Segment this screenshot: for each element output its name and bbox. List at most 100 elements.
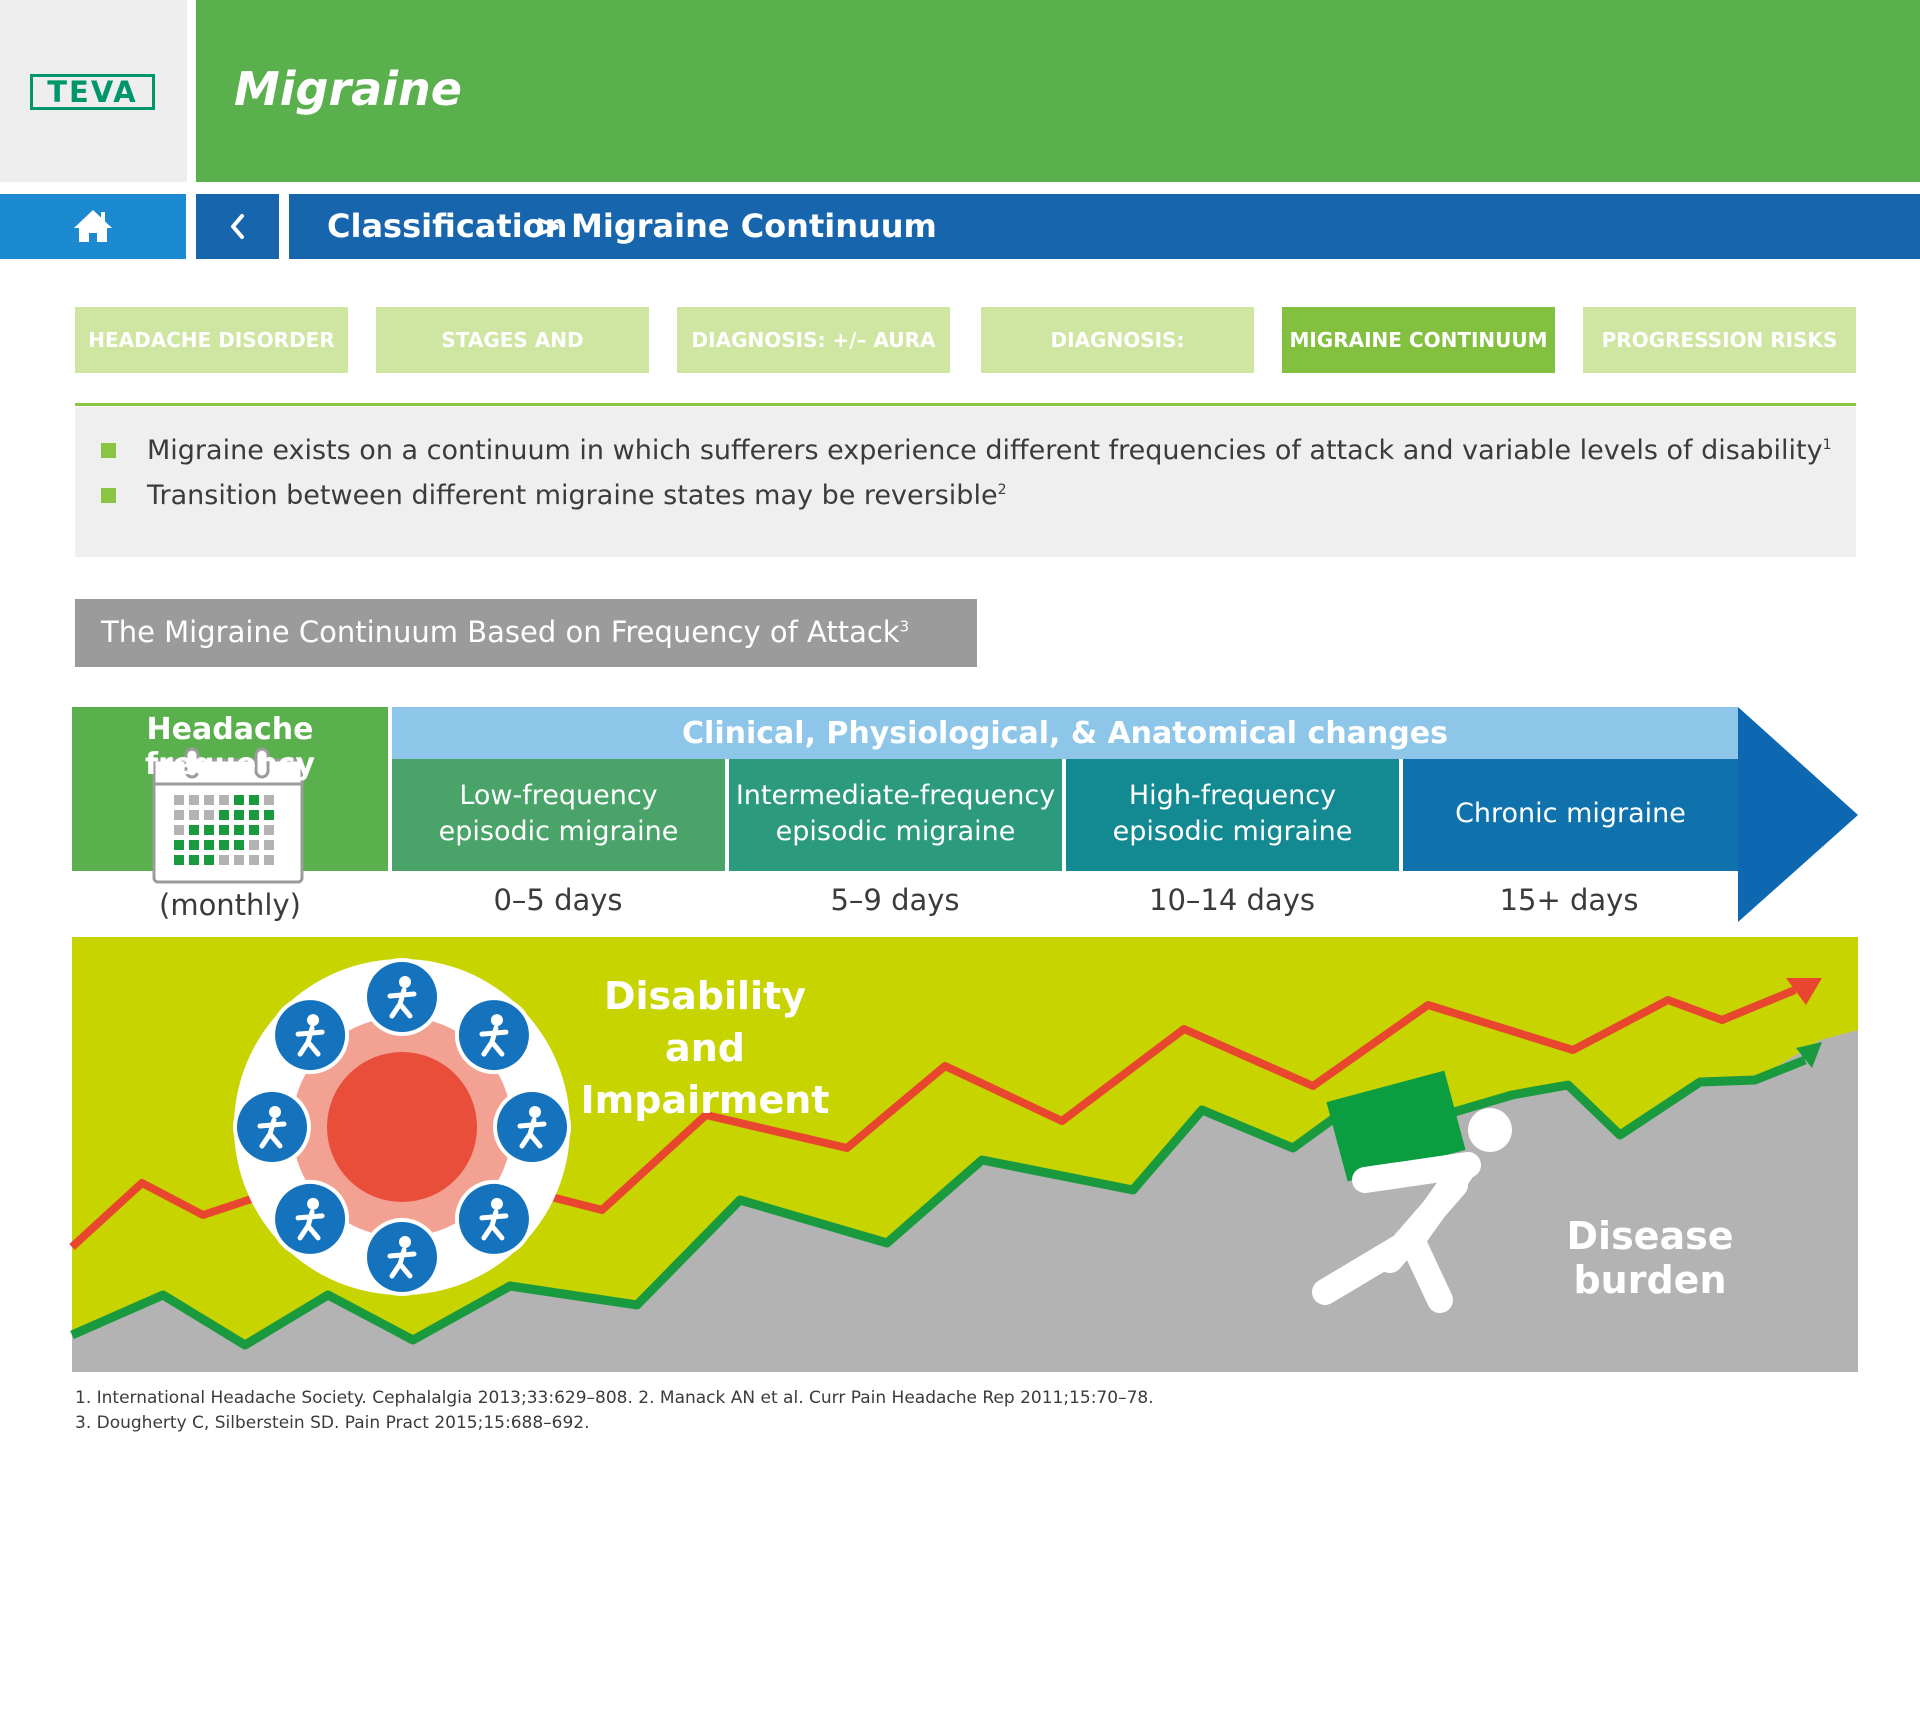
disability-label-line2: Impairment bbox=[580, 1078, 830, 1122]
breadcrumb-separator: > bbox=[535, 207, 562, 245]
stage-chronic-label: Chronic migraine bbox=[1455, 798, 1686, 829]
stage-high-label: High-frequency episodic migraine bbox=[1066, 778, 1399, 850]
stage-intermediate-days: 5–9 days bbox=[830, 883, 960, 917]
tab-migraine-continuum[interactable]: MIGRAINE CONTINUUM bbox=[1282, 307, 1555, 373]
breadcrumb-current: Migraine Continuum bbox=[571, 207, 937, 245]
references: 1. International Headache Society. Cepha… bbox=[75, 1386, 1154, 1436]
calendar-day-cell bbox=[264, 825, 274, 835]
calendar-day-cell bbox=[234, 825, 244, 835]
progression-arrow bbox=[392, 707, 1858, 922]
stage-chronic-days: 15+ days bbox=[1499, 883, 1639, 917]
stage-high-line1: High-frequency bbox=[1128, 780, 1337, 811]
stage-high-bg bbox=[1066, 759, 1399, 871]
app-title: Migraine bbox=[234, 62, 462, 116]
calendar-day-cell bbox=[189, 810, 199, 820]
calendar-day-cell bbox=[234, 795, 244, 805]
calendar-day-cell bbox=[264, 810, 274, 820]
calendar-day-cell bbox=[204, 810, 214, 820]
reference-line: 3. Dougherty C, Silberstein SD. Pain Pra… bbox=[75, 1413, 590, 1433]
calendar-day-cell bbox=[249, 825, 259, 835]
calendar-day-cell bbox=[219, 825, 229, 835]
calendar-day-cell bbox=[219, 855, 229, 865]
calendar-day-cell bbox=[264, 855, 274, 865]
family-icon bbox=[493, 1088, 571, 1166]
stage-chronic-bg bbox=[1403, 759, 1738, 871]
stairs-icon bbox=[363, 1218, 441, 1296]
disability-label-line1: Disability and bbox=[603, 974, 807, 1070]
stage-high-days: 10–14 days bbox=[1149, 883, 1315, 917]
stage-intermediate-line2: episodic migraine bbox=[775, 816, 1016, 847]
disability-label: Disability and Impairment bbox=[560, 970, 850, 1126]
disease-burden-label: Disease burden bbox=[1566, 1214, 1734, 1302]
stage-high-line2: episodic migraine bbox=[1112, 816, 1353, 847]
calendar-day-cell bbox=[174, 795, 184, 805]
bullet-square-icon bbox=[101, 443, 116, 458]
stage-low-line2: episodic migraine bbox=[438, 816, 679, 847]
calendar-day-cell bbox=[189, 795, 199, 805]
tab-progression-risks[interactable]: PROGRESSION RISKS bbox=[1583, 307, 1856, 373]
bullet-ref: 2 bbox=[997, 482, 1007, 498]
calendar-day-cell bbox=[189, 840, 199, 850]
tab-diagnosis-aura[interactable]: DIAGNOSIS: +/– AURA bbox=[677, 307, 950, 373]
disease-burden-area bbox=[72, 1030, 1858, 1372]
calendar-day-cell bbox=[174, 810, 184, 820]
calendar-day-cell bbox=[189, 825, 199, 835]
calendar-day-cell bbox=[234, 855, 244, 865]
breadcrumb: Classification > Migraine Continuum bbox=[289, 194, 1920, 259]
calendar-icon bbox=[152, 747, 304, 884]
headache-frequency-label: Headache frequency bbox=[144, 712, 316, 782]
logo-area: TEVA bbox=[0, 0, 187, 182]
chevron-left-icon bbox=[231, 214, 244, 239]
stage-intermediate-label: Intermediate-frequency episodic migraine bbox=[729, 778, 1062, 850]
calendar-day-cell bbox=[204, 840, 214, 850]
calendar-day-cell bbox=[264, 840, 274, 850]
stage-low-line1: Low-frequency bbox=[459, 780, 658, 811]
tennis-icon bbox=[271, 996, 350, 1075]
calendar-day-cell bbox=[174, 840, 184, 850]
calendar-day-cell bbox=[219, 840, 229, 850]
bullet-square-icon bbox=[101, 488, 116, 503]
impact-cluster bbox=[233, 958, 571, 1296]
calendar-day-cell bbox=[249, 795, 259, 805]
calendar-day-cell bbox=[189, 855, 199, 865]
calendar-day-cell bbox=[204, 795, 214, 805]
calendar-day-cell bbox=[264, 795, 274, 805]
teva-logo: TEVA bbox=[30, 74, 155, 110]
travel-icon bbox=[454, 1179, 533, 1258]
back-button[interactable] bbox=[196, 194, 279, 259]
bullet-ref: 1 bbox=[1822, 437, 1832, 453]
home-icon bbox=[74, 210, 112, 242]
monthly-label: (monthly) bbox=[159, 888, 301, 922]
calendar-day-cell bbox=[234, 810, 244, 820]
disease-burden-line bbox=[70, 1055, 1807, 1350]
calendar-day-cell bbox=[249, 855, 259, 865]
home-button[interactable] bbox=[0, 194, 186, 259]
calendar-day-cell bbox=[174, 825, 184, 835]
desk-work-icon bbox=[363, 958, 441, 1036]
calendar-day-cell bbox=[219, 810, 229, 820]
arrow-header-label: Clinical, Physiological, & Anatomical ch… bbox=[682, 716, 1448, 751]
stage-low-bg bbox=[392, 759, 725, 871]
calendar-day-cell bbox=[204, 825, 214, 835]
stage-low-label: Low-frequency episodic migraine bbox=[392, 778, 725, 850]
calendar-day-cell bbox=[249, 810, 259, 820]
disability-arrow-head bbox=[1786, 978, 1822, 1005]
calendar-day-cell bbox=[219, 795, 229, 805]
calendar-day-cell bbox=[174, 855, 184, 865]
breadcrumb-classification[interactable]: Classification bbox=[327, 207, 568, 245]
tab-diagnosis-frequency[interactable]: DIAGNOSIS: FREQUENCY bbox=[981, 307, 1254, 418]
burdened-person-icon bbox=[1312, 1070, 1512, 1313]
stage-intermediate-line1: Intermediate-frequency bbox=[735, 780, 1056, 811]
cycling-icon bbox=[271, 1179, 350, 1258]
arrow-head bbox=[1738, 707, 1858, 922]
tab-headache-disorder[interactable]: HEADACHE DISORDER bbox=[75, 307, 348, 373]
driving-icon bbox=[454, 996, 533, 1075]
burden-arrow-head bbox=[1796, 1042, 1822, 1068]
continuum-title: The Migraine Continuum Based on Frequenc… bbox=[101, 615, 900, 649]
arrow-header-band bbox=[392, 707, 1738, 759]
bullet-text: Migraine exists on a continuum in which … bbox=[147, 435, 1823, 466]
reference-line: 1. International Headache Society. Cepha… bbox=[75, 1388, 1154, 1408]
header-bar bbox=[196, 0, 1920, 182]
continuum-title-ref: 3 bbox=[899, 617, 910, 636]
